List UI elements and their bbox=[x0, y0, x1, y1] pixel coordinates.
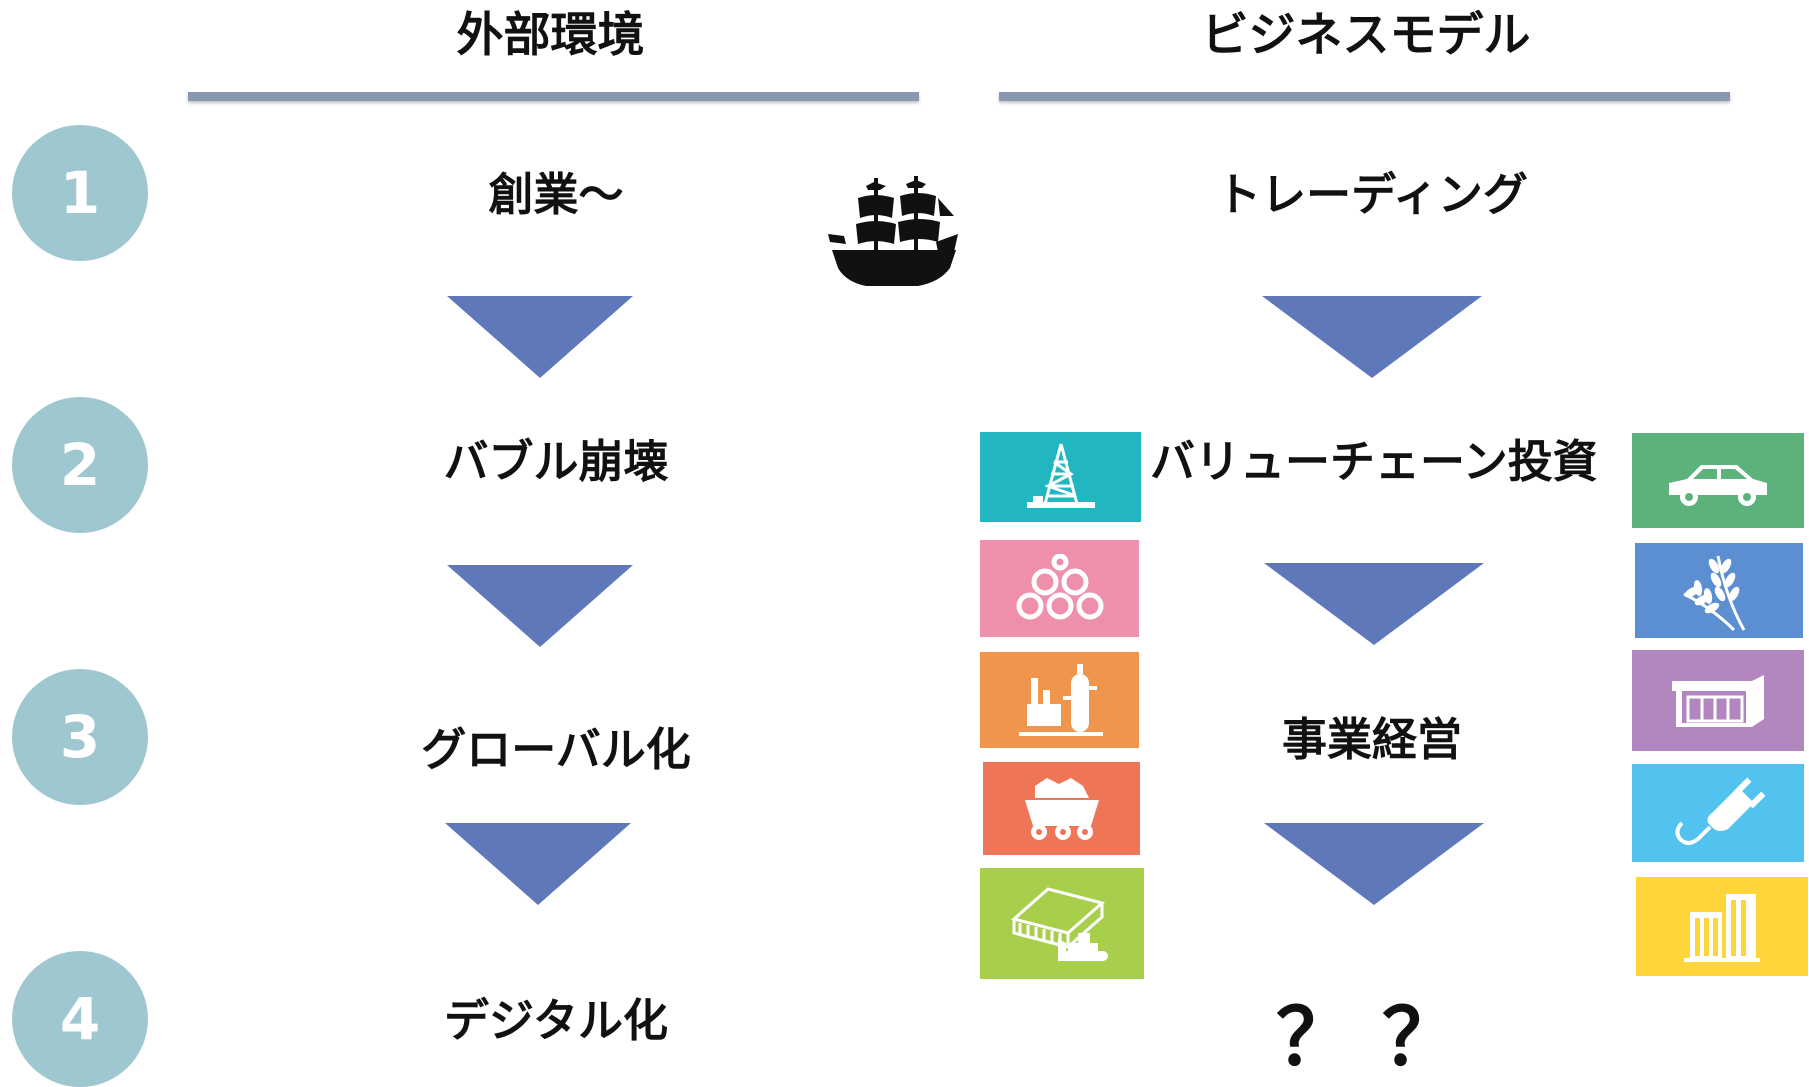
step-number-4: 4 bbox=[12, 951, 148, 1087]
arrow-down-right-1 bbox=[1262, 296, 1482, 378]
power-plug-tile bbox=[1632, 764, 1804, 862]
environment-step-4: デジタル化 bbox=[443, 994, 669, 1047]
step-number-1: 1 bbox=[12, 125, 148, 261]
step-number-2: 2 bbox=[12, 397, 148, 533]
environment-step-2: バブル崩壊 bbox=[443, 435, 669, 488]
arrow-down-left-1 bbox=[447, 296, 633, 378]
chemical-plant-icon bbox=[1018, 664, 1103, 736]
car-tile bbox=[1632, 433, 1804, 528]
business-model-step-4: ？？ bbox=[1275, 993, 1488, 1083]
buildings-tile bbox=[1636, 877, 1808, 976]
environment-step-3: グローバル化 bbox=[421, 723, 691, 776]
header-external-environment: 外部環境 bbox=[456, 8, 645, 63]
arrow-down-left-3 bbox=[445, 823, 631, 905]
mining-cart-icon bbox=[1024, 777, 1099, 840]
wheat-tile bbox=[1635, 543, 1803, 638]
warehouse-bulldozer-tile bbox=[980, 868, 1144, 979]
environment-step-1: 創業～ bbox=[488, 168, 624, 221]
oil-rig-tile bbox=[980, 432, 1141, 522]
warehouse-bulldozer-icon bbox=[1010, 886, 1108, 961]
business-model-step-1: トレーディング bbox=[1216, 168, 1528, 221]
header-rule-left bbox=[188, 92, 919, 101]
store-icon bbox=[1672, 674, 1764, 727]
buildings-icon bbox=[1684, 893, 1760, 962]
header-business-model: ビジネスモデル bbox=[1201, 8, 1531, 63]
steel-pipes-icon bbox=[1016, 553, 1103, 619]
power-plug-icon bbox=[1675, 777, 1766, 845]
business-model-step-2: バリューチェーン投資 bbox=[1150, 435, 1598, 488]
store-tile bbox=[1632, 650, 1804, 751]
car-icon bbox=[1669, 464, 1767, 506]
oil-rig-icon bbox=[1026, 443, 1095, 508]
sailing-ship-icon bbox=[826, 172, 962, 290]
arrow-down-right-2 bbox=[1264, 563, 1484, 645]
step-number-3: 3 bbox=[12, 669, 148, 805]
business-model-step-3: 事業経営 bbox=[1281, 713, 1462, 766]
header-rule-right bbox=[999, 92, 1730, 101]
wheat-icon bbox=[1683, 555, 1746, 631]
arrow-down-left-2 bbox=[447, 565, 633, 647]
steel-pipes-tile bbox=[980, 540, 1139, 637]
arrow-down-right-3 bbox=[1264, 823, 1484, 905]
mining-cart-tile bbox=[983, 762, 1140, 855]
chemical-plant-tile bbox=[980, 652, 1139, 748]
